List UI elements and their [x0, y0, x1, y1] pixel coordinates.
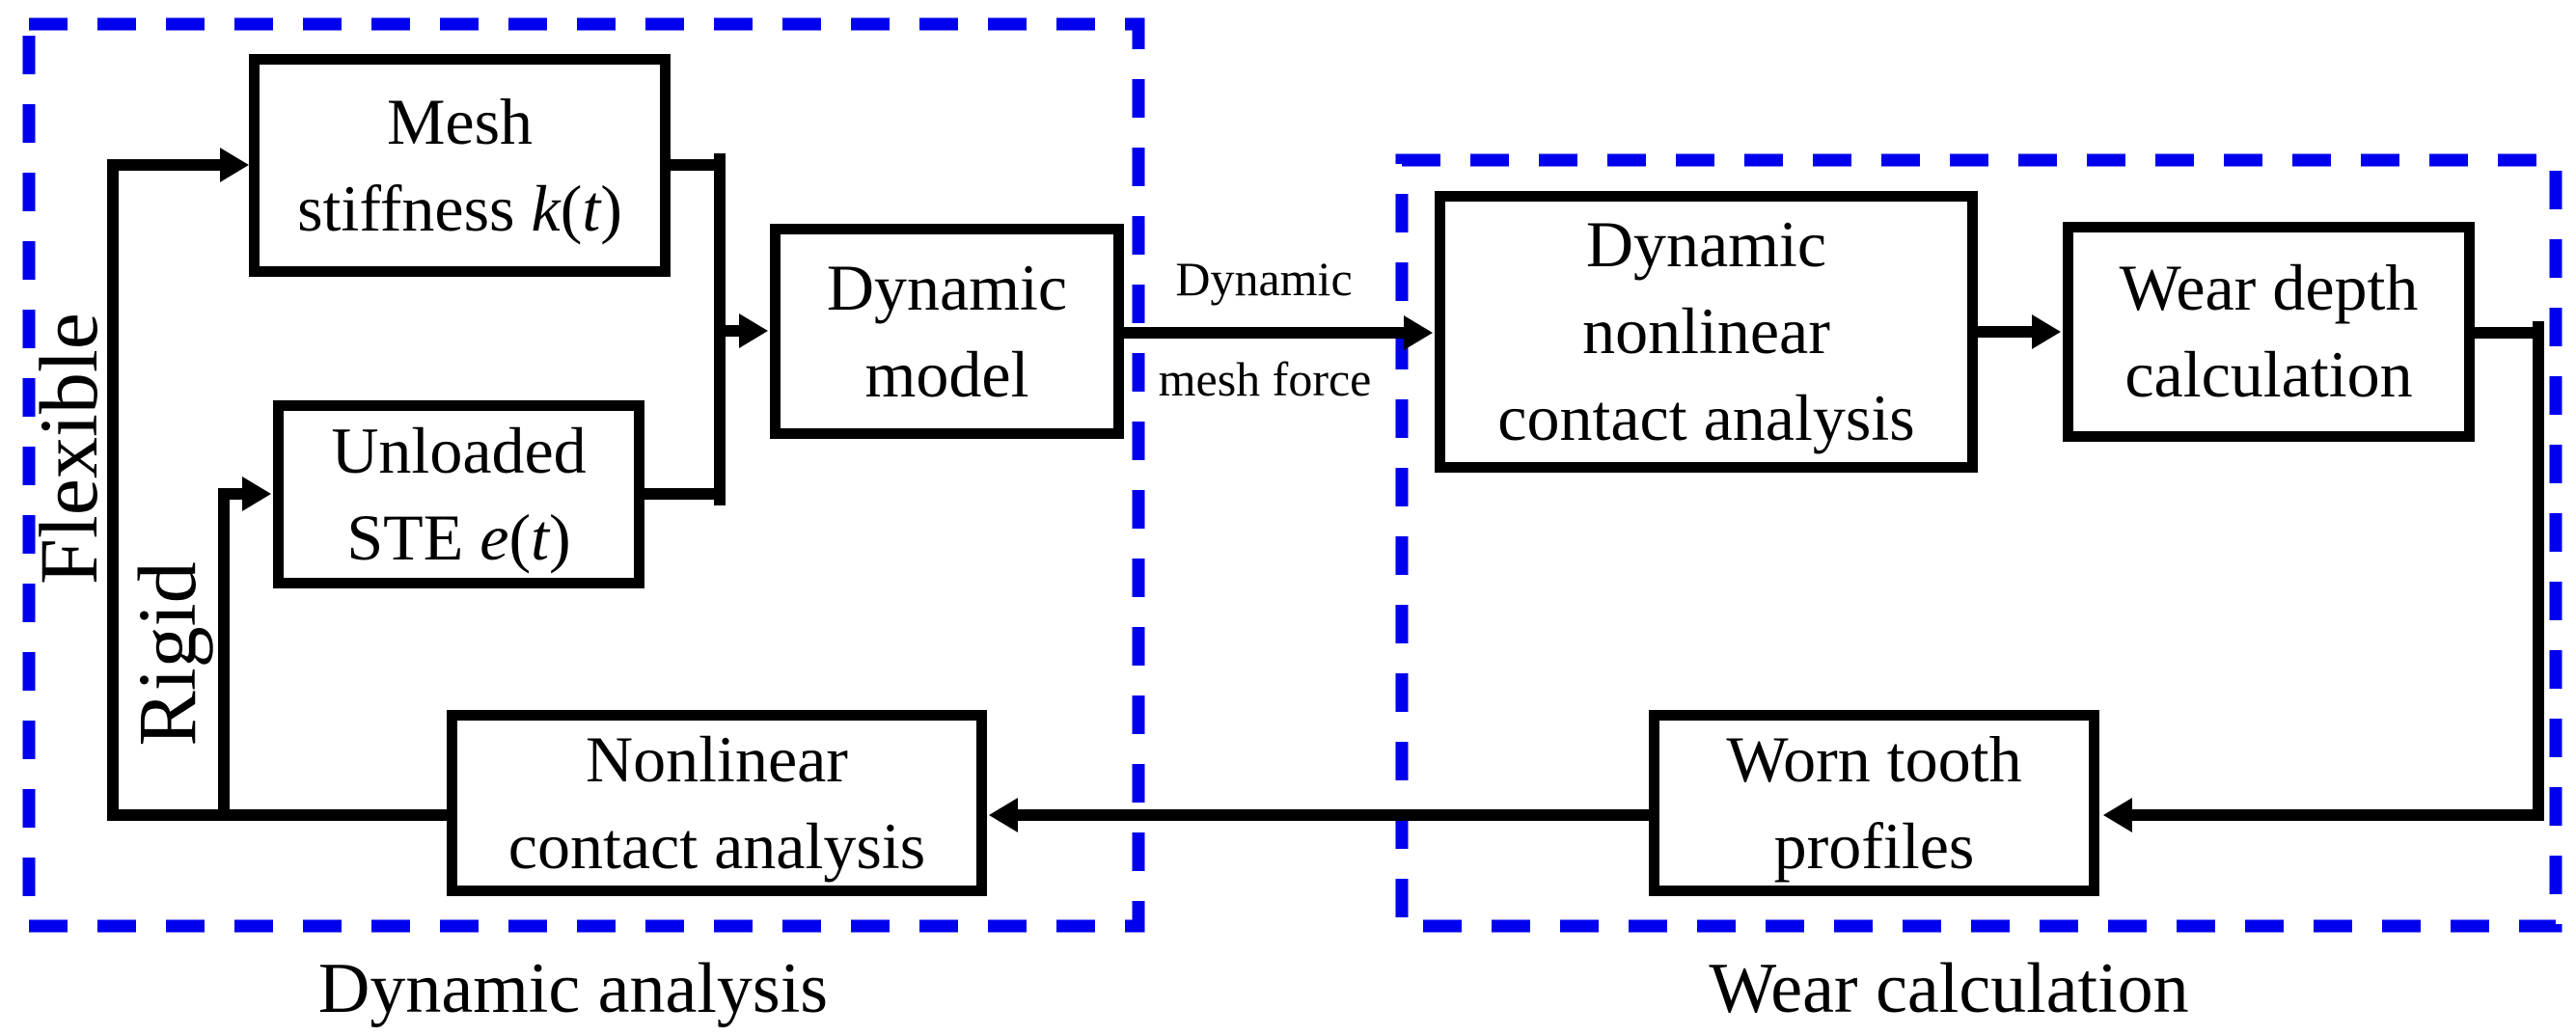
arrowhead-to-mesh-stiffness-icon — [220, 148, 249, 182]
box-wear-depth: Wear depth calculation — [2063, 222, 2475, 442]
box-mesh-stiffness: Mesh stiffness k(t) — [249, 54, 671, 277]
text-run: STE — [346, 500, 480, 574]
dynamic-nonlinear-line3: contact analysis — [1497, 380, 1915, 454]
text-run: ) — [600, 171, 622, 245]
dynamic-nonlinear-line2: nonlinear — [1582, 294, 1830, 368]
side-label-flexible: Flexible — [22, 313, 115, 585]
arrowhead-to-dynamic-model-icon — [739, 314, 768, 348]
box-worn-tooth: Worn tooth profiles — [1649, 710, 2099, 896]
box-nonlinear-contact: Nonlinear contact analysis — [447, 710, 987, 896]
text-run: ( — [508, 500, 532, 574]
side-label-rigid: Rigid — [121, 561, 213, 747]
arrowhead-to-unloaded-ste-icon — [242, 477, 271, 511]
mesh-stiffness-line2: stiffness k(t) — [297, 166, 622, 253]
dynamic-model-line2: model — [864, 337, 1029, 411]
box-dynamic-model: Dynamic model — [770, 224, 1124, 439]
arrowhead-to-worn-tooth-icon — [2103, 798, 2132, 832]
unloaded-ste-line2: STE e(t) — [346, 495, 570, 582]
edge-label-mesh-force: mesh force — [1158, 352, 1372, 406]
arrowhead-dynamic-mesh-force-icon — [1404, 315, 1433, 350]
wear-depth-line2: calculation — [2124, 338, 2413, 411]
caption-wear-calculation: Wear calculation — [1709, 949, 2189, 1028]
dynamic-model-line1: Dynamic — [826, 250, 1068, 324]
caption-dynamic-analysis: Dynamic analysis — [317, 949, 829, 1028]
text-run: ( — [560, 171, 583, 245]
text-run: stiffness — [297, 171, 532, 245]
dashed-border-wear-calculation — [1395, 153, 2562, 933]
unloaded-ste-line1: Unloaded — [331, 413, 587, 487]
nonlinear-contact-line2: contact analysis — [507, 808, 926, 883]
arrowhead-to-wear-depth-icon — [2032, 314, 2061, 349]
dashed-border-dynamic-analysis — [22, 17, 1145, 933]
text-run: ) — [549, 500, 571, 574]
box-dynamic-nonlinear-contact: Dynamic nonlinear contact analysis — [1435, 191, 1978, 473]
box-unloaded-ste: Unloaded STE e(t) — [273, 400, 644, 588]
arrowhead-to-nonlinear-contact-icon — [989, 798, 1018, 832]
math-variable: k — [531, 171, 561, 245]
math-variable: e — [480, 500, 509, 574]
dynamic-nonlinear-line1: Dynamic — [1585, 207, 1827, 282]
math-variable: t — [582, 171, 601, 245]
worn-tooth-line2: profiles — [1773, 808, 1975, 883]
nonlinear-contact-line1: Nonlinear — [586, 722, 848, 796]
wear-depth-line1: Wear depth — [2119, 251, 2419, 325]
mesh-stiffness-line1: Mesh — [386, 84, 534, 158]
edge-label-dynamic: Dynamic — [1175, 252, 1353, 306]
worn-tooth-line1: Worn tooth — [1726, 722, 2022, 796]
math-variable: t — [531, 500, 549, 574]
